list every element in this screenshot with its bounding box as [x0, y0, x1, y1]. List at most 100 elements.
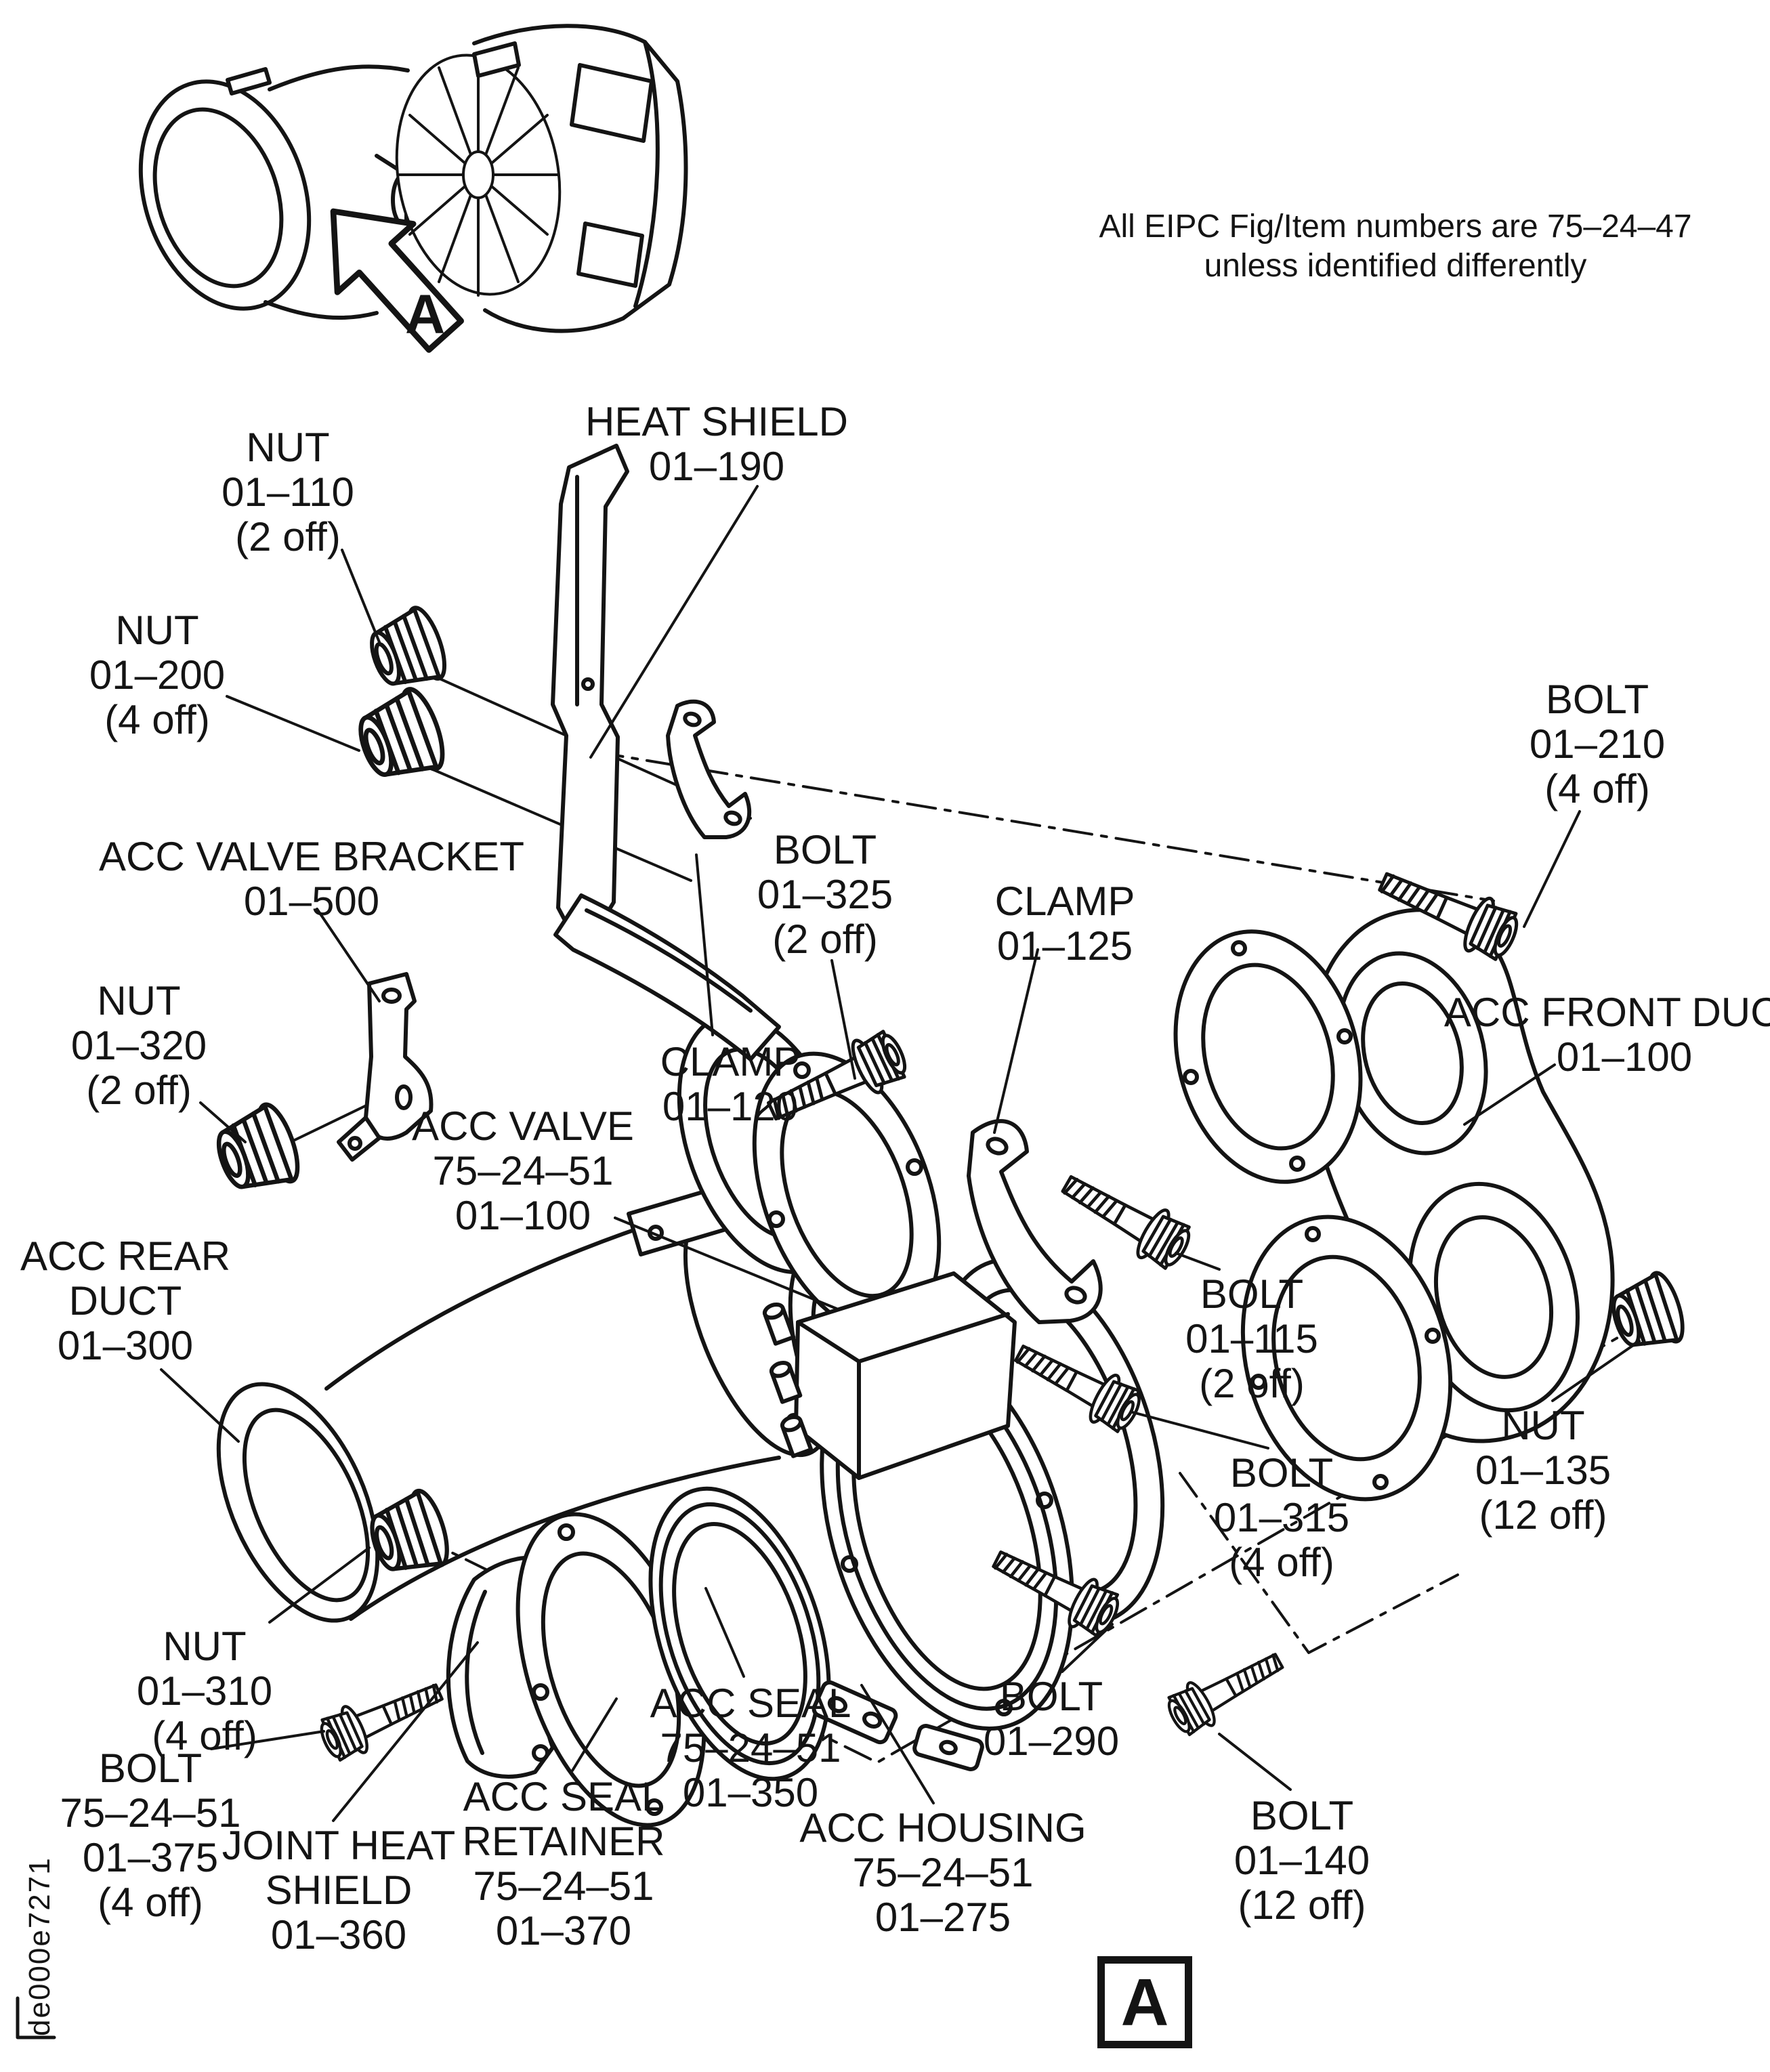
- part-label-line: BOLT: [98, 1746, 203, 1791]
- part-label-line: NUT: [246, 425, 330, 470]
- part-label-line: 01–275: [875, 1895, 1011, 1940]
- clamp-01-125-part: [967, 1119, 1103, 1324]
- part-label-line: 01–200: [89, 652, 226, 698]
- part-label-line: NUT: [1501, 1403, 1585, 1448]
- part-label-line: BOLT: [1545, 677, 1649, 722]
- part-label-line: ACC FRONT DUCT: [1444, 990, 1770, 1035]
- heat-shield-part: [551, 444, 781, 1061]
- leader-line: [341, 549, 381, 643]
- leader-line: [830, 959, 856, 1080]
- detail-marker-letter: A: [1120, 1964, 1169, 2039]
- leader-line: [316, 908, 381, 1002]
- part-label-line: BOLT: [1250, 1793, 1354, 1838]
- front-duct-gasket-lower: [1240, 1214, 1453, 1502]
- part-label-line: HEAT SHIELD: [585, 399, 848, 444]
- nut-01-135-part: [1605, 1269, 1689, 1357]
- part-label-line: 01–370: [495, 1908, 632, 1953]
- leader-line: [1218, 1733, 1292, 1791]
- part-label-line: NUT: [163, 1624, 247, 1669]
- part-label-line: BOLT: [1200, 1271, 1304, 1317]
- leader-line: [589, 485, 759, 759]
- part-label-line: 01–300: [57, 1323, 194, 1368]
- leader-line: [1175, 1252, 1221, 1271]
- part-label-line: (2 off): [772, 916, 878, 962]
- leader-line: [571, 1697, 618, 1772]
- leader-line: [695, 853, 714, 1036]
- part-label-line: 01–135: [1475, 1447, 1611, 1493]
- part-label-line: 01–110: [222, 469, 354, 515]
- acc-valve-bracket-part: [337, 972, 434, 1162]
- leader-line: [268, 1546, 371, 1624]
- part-label-line: 75–24–51: [432, 1148, 614, 1193]
- part-label-line: 01–360: [270, 1912, 407, 1958]
- part-label-line: (2 off): [1199, 1361, 1305, 1406]
- part-label-line: ACC REAR: [20, 1233, 231, 1279]
- leader-line: [1131, 1411, 1269, 1450]
- part-label-line: (4 off): [1229, 1540, 1334, 1585]
- leader-line: [160, 1368, 240, 1443]
- part-label-line: 01–120: [662, 1084, 799, 1129]
- detail-marker-box: A: [1097, 1956, 1192, 2048]
- part-label-line: 01–140: [1234, 1838, 1370, 1883]
- leader-line: [1463, 1063, 1556, 1126]
- part-label-line: 75–24–51: [473, 1863, 654, 1909]
- part-label-line: (2 off): [235, 514, 341, 559]
- leader-line: [226, 695, 360, 752]
- part-label-line: NUT: [97, 978, 181, 1023]
- doc-code: de000e7271: [23, 1857, 56, 2036]
- thumbnail-arrow-label: A: [405, 284, 446, 345]
- part-label-line: (4 off): [152, 1713, 257, 1758]
- engine-thumbnail: [138, 24, 688, 353]
- part-label-line: 01–315: [1213, 1495, 1350, 1540]
- leader-line: [614, 1217, 838, 1310]
- part-label-line: (4 off): [104, 697, 210, 742]
- part-label-line: 01–375: [82, 1835, 219, 1880]
- bolt-01-375-part: [315, 1669, 449, 1765]
- part-label-line: ACC HOUSING: [799, 1805, 1087, 1851]
- leader-line: [1523, 810, 1581, 928]
- acc-seal-part: [648, 1486, 831, 1781]
- part-label-line: BOLT: [999, 1674, 1103, 1719]
- clamp-01-120-part: [666, 699, 752, 839]
- part-label-line: BOLT: [1229, 1450, 1334, 1496]
- part-label-line: (12 off): [1479, 1492, 1607, 1538]
- part-label-line: 01–325: [757, 872, 893, 917]
- part-label-line: 01–210: [1529, 721, 1666, 767]
- eipc-note: All EIPC Fig/Item numbers are 75–24–47 u…: [1057, 207, 1734, 285]
- leader-line: [704, 1587, 745, 1678]
- front-duct-gasket-upper: [1173, 929, 1363, 1184]
- leader-line: [1061, 1623, 1114, 1673]
- part-label-line: 01–190: [648, 444, 785, 489]
- part-label-line: BOLT: [773, 827, 877, 872]
- part-label-line: 01–100: [1556, 1034, 1693, 1080]
- part-label-line: (4 off): [98, 1880, 203, 1925]
- part-label-line: (2 off): [86, 1067, 192, 1113]
- part-label-line: RETAINER: [462, 1819, 665, 1864]
- bolt-01-115-part: [1053, 1160, 1197, 1274]
- part-label-line: DUCT: [68, 1278, 182, 1324]
- part-label-line: 01–310: [136, 1668, 273, 1714]
- leader-line: [1551, 1340, 1641, 1402]
- detail-arrow-icon: [330, 208, 464, 353]
- part-label-line: (4 off): [1544, 766, 1650, 811]
